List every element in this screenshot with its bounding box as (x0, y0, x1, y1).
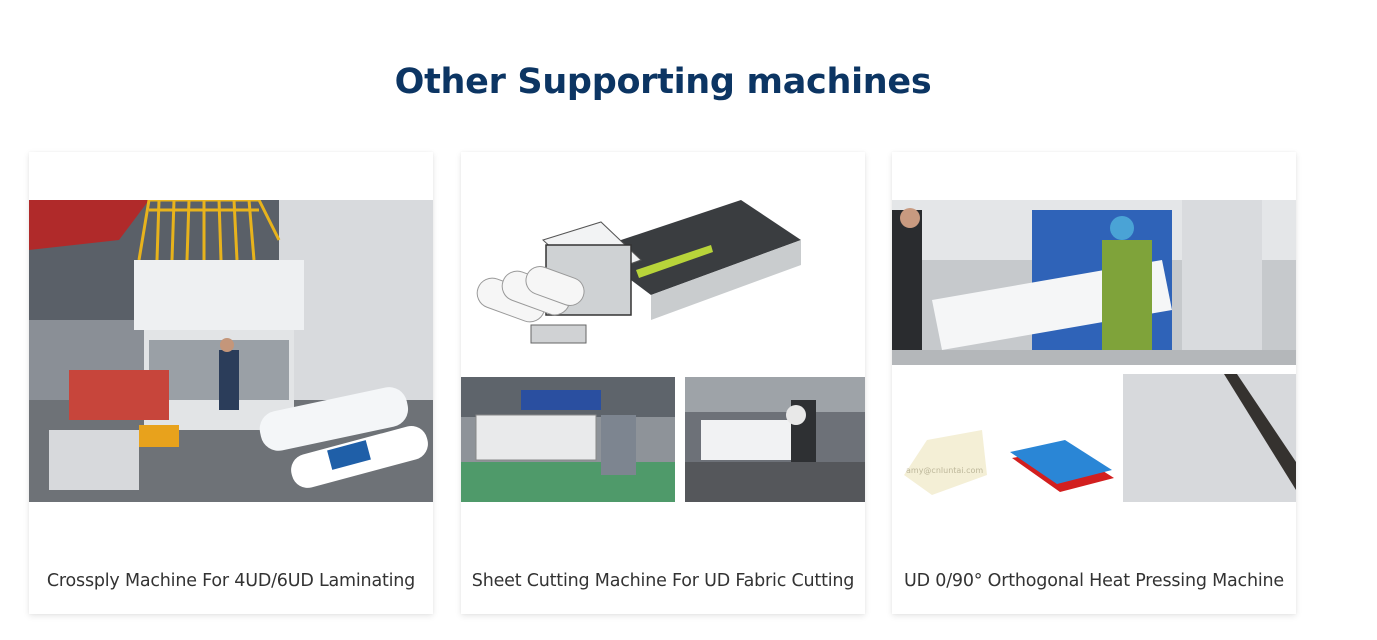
product-card-heat-pressing[interactable]: amy@cnluntai.com UD 0/90° Orthogonal Hea… (892, 152, 1296, 614)
watermark-text: amy@cnluntai.com (906, 466, 983, 475)
product-caption[interactable]: UD 0/90° Orthogonal Heat Pressing Machin… (904, 571, 1284, 591)
product-image-heat-pressing[interactable]: amy@cnluntai.com (892, 200, 1296, 502)
section-title: Other Supporting machines (394, 62, 932, 102)
product-caption[interactable]: Sheet Cutting Machine For UD Fabric Cutt… (471, 571, 855, 591)
product-image-crossply[interactable] (29, 200, 433, 502)
product-image-sheet-cutting[interactable] (461, 200, 865, 502)
product-card-crossply[interactable]: Crossply Machine For 4UD/6UD Laminating (29, 152, 433, 614)
product-card-sheet-cutting[interactable]: Sheet Cutting Machine For UD Fabric Cutt… (461, 152, 865, 614)
product-caption[interactable]: Crossply Machine For 4UD/6UD Laminating (46, 571, 416, 591)
